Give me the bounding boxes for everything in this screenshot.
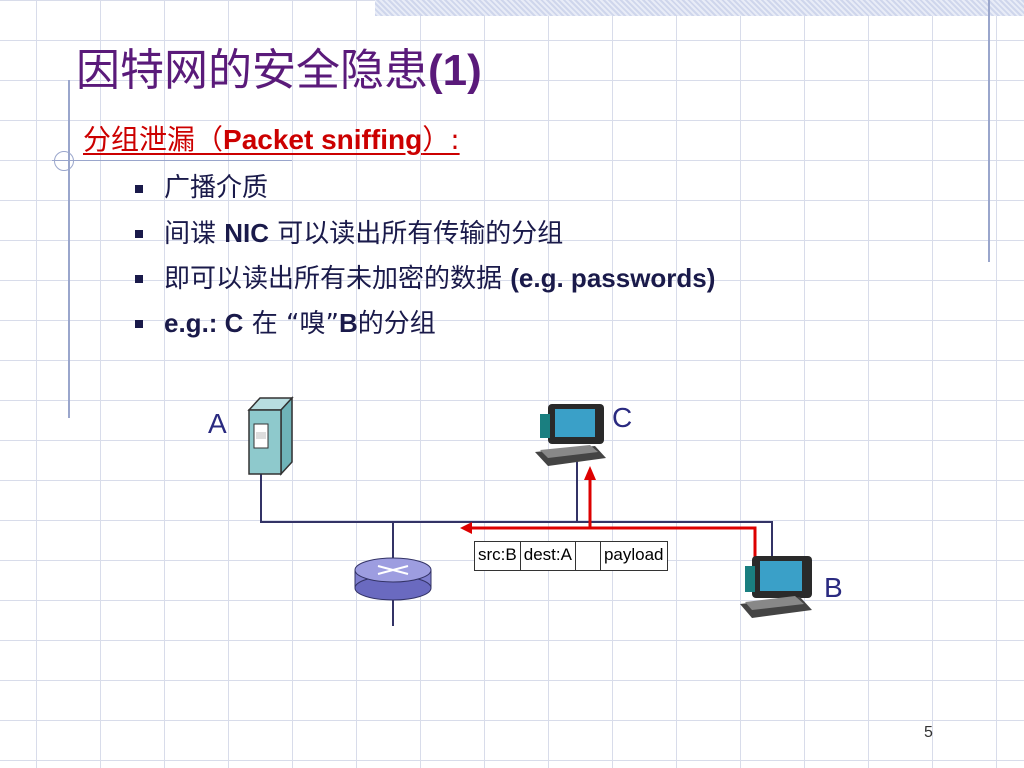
bullet-square-icon [135,320,143,328]
title-cn: 因特网的安全隐患 [76,45,428,96]
bullet-square-icon [135,185,143,193]
bullet-text: 在 “嗅” [243,309,339,339]
computer-icon [535,404,606,466]
packet-path-arrow [470,526,757,562]
bullet-bold: B [338,308,358,338]
subtitle-cn: 分组泄漏（ [83,123,224,156]
node-label-c: C [612,402,633,433]
rule-circle [54,151,74,171]
packet-arrowhead [460,522,472,534]
server-icon [247,396,294,476]
bullet-bold: (e.g. passwords) [510,263,716,293]
title-num: (1) [428,46,482,95]
bullet-item: e.g.: C 在 “嗅”B的分组 [132,307,715,352]
subtitle-rule [52,160,292,161]
right-rule [988,0,990,262]
bullet-item: 即可以读出所有未加密的数据 (e.g. passwords) [132,262,715,307]
bullet-list: 广播介质 间谍 NIC 可以读出所有传输的分组 即可以读出所有未加密的数据 (e… [132,172,715,352]
bullet-text: 广播介质 [164,173,269,203]
bullet-bold: NIC [224,218,270,248]
subtitle-en: Packet sniffing [223,124,423,155]
packet-header: src:B dest:A payload [474,541,668,571]
packet-payload: payload [603,545,664,564]
packet-dest: dest:A [521,542,576,570]
sniff-arrowhead [584,466,596,480]
top-band [375,0,1024,16]
bullet-text: 即可以读出所有未加密的数据 [164,264,511,294]
bullet-text: 可以读出所有传输的分组 [269,219,564,249]
bullet-item: 广播介质 [132,172,715,217]
slide-title: 因特网的安全隐患(1) [76,34,482,98]
node-label-a: A [208,408,227,439]
subtitle-tail: ）: [422,123,460,156]
computer-icon [740,556,812,618]
router-icon [354,557,432,601]
packet-src: src:B [475,542,521,570]
bullet-item: 间谍 NIC 可以读出所有传输的分组 [132,217,715,262]
left-rule [68,80,70,418]
node-label-b: B [824,572,843,603]
bullet-square-icon [135,230,143,238]
bullet-text: 间谍 [164,219,225,249]
bullet-bold: e.g.: C [164,308,244,338]
page-number: 5 [924,724,933,741]
bullet-text: 的分组 [357,309,436,339]
packet-blank [576,542,601,570]
bullet-square-icon [135,275,143,283]
slide-subtitle: 分组泄漏（Packet sniffing）: [83,118,460,158]
bus-line [260,470,773,560]
